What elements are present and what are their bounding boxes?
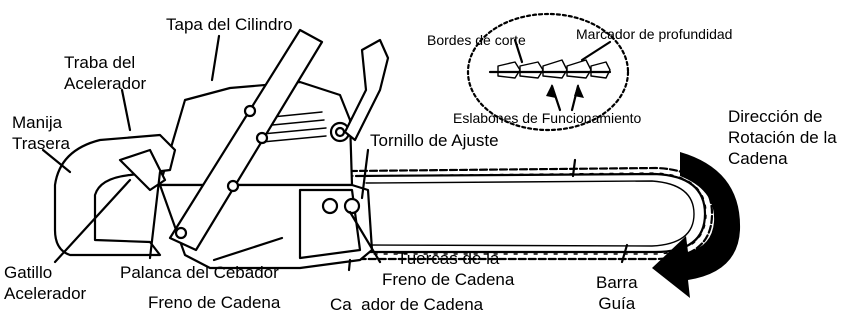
rear-handle: [53, 133, 177, 257]
label-brake-nuts: Tuercas de la Freno de Cadena: [382, 248, 514, 290]
label-guide-bar-line1: Barra: [596, 273, 638, 292]
label-rotation-direction-line2: Rotación de la: [728, 128, 837, 147]
label-guide-bar: Barra Guía: [596, 272, 638, 314]
label-throttle-lock: Traba del Acelerador: [64, 52, 146, 94]
label-throttle-trigger: Gatillo Acelerador: [4, 262, 86, 304]
label-rotation-direction-line3: Cadena: [728, 149, 788, 168]
label-chain-brake: Freno de Cadena: [148, 293, 281, 312]
label-guide-bar-line2: Guía: [598, 294, 636, 313]
label-throttle-lock-line1: Traba del: [64, 53, 136, 72]
front-handle: [168, 28, 324, 252]
hand-guard: [343, 38, 390, 142]
label-throttle-trigger-line1: Gatillo: [4, 263, 53, 282]
label-adjusting-screw: Tornillo de Ajuste: [370, 131, 499, 150]
label-choke-lever: Palanca del Cebador: [120, 263, 279, 282]
label-rear-handle-line2: Trasera: [12, 134, 70, 153]
guide-bar: [354, 172, 707, 254]
label-rotation-direction-line1: Dirección de: [728, 107, 823, 126]
label-cutting-edges: Bordes de corte: [427, 32, 526, 48]
label-throttle-trigger-line2: Acelerador: [4, 284, 87, 303]
rotation-direction-arrow: [652, 152, 741, 298]
label-drive-links: Eslabones de Funcionamiento: [453, 110, 642, 126]
chain-detail-inset: [466, 12, 630, 132]
label-depth-gauge: Marcador de profundidad: [576, 26, 733, 42]
label-throttle-lock-line2: Acelerador: [64, 74, 147, 93]
label-rear-handle: Manija Trasera: [12, 112, 70, 154]
label-brake-nuts-line2: Freno de Cadena: [382, 270, 515, 289]
label-rotation-direction: Dirección de Rotación de la Cadena: [728, 106, 837, 169]
label-brake-nuts-line1: Tuercas de la: [396, 249, 500, 268]
label-cylinder-cover: Tapa del Cilindro: [166, 15, 293, 34]
leader-lines: [41, 34, 629, 272]
label-chain-catcher: Ca ador de Cadena: [330, 295, 484, 314]
label-rear-handle-line1: Manija: [12, 113, 63, 132]
